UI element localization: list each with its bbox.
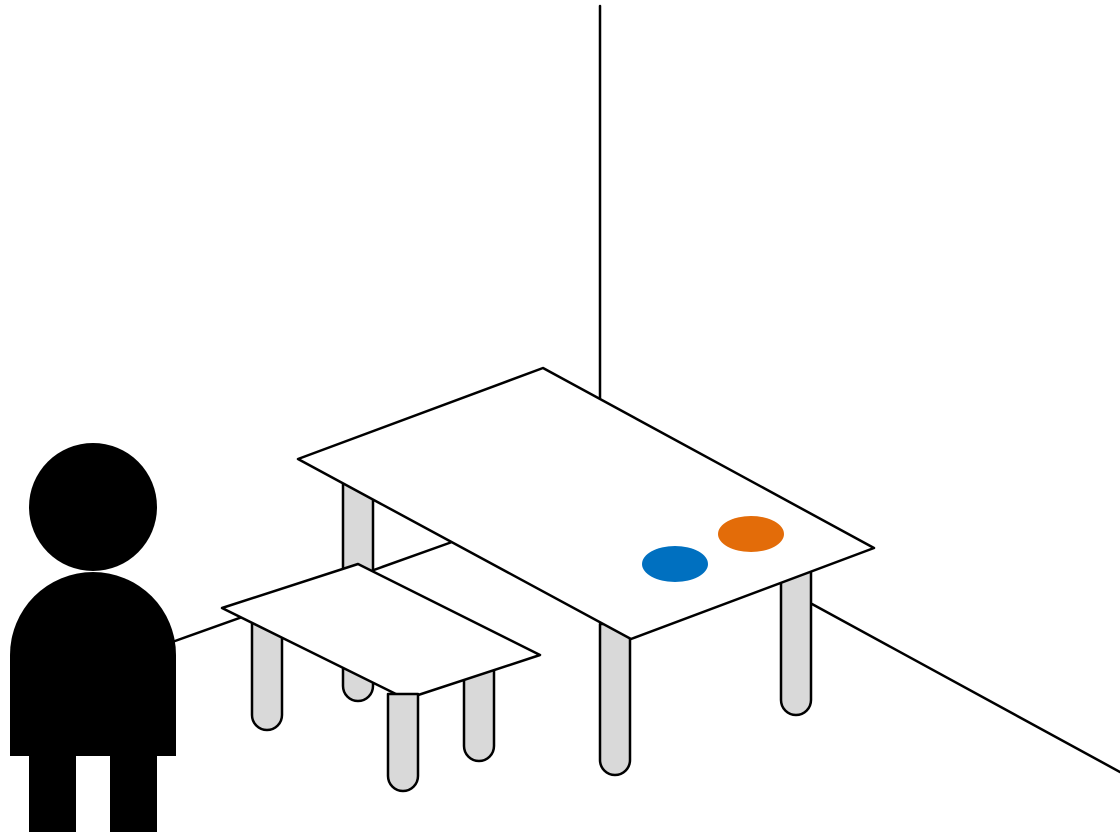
small-table-leg-back-right: [462, 663, 496, 763]
small-table-leg-back-left: [250, 618, 284, 732]
orange-disc: [718, 516, 784, 552]
room-corner: [173, 4, 1120, 774]
large-table-leg-front: [598, 622, 632, 777]
person-figure: [10, 443, 176, 832]
person-head: [29, 443, 157, 571]
blue-disc: [642, 546, 708, 582]
person-left-leg: [29, 755, 76, 832]
small-table-top: [220, 562, 542, 701]
large-table: [220, 366, 876, 793]
floor-right-edge: [810, 602, 1120, 774]
large-table-leg-back-right: [779, 568, 813, 717]
small-table: [220, 562, 542, 793]
person-right-leg: [110, 755, 157, 832]
large-table-top: [296, 366, 876, 641]
person-body: [10, 572, 176, 756]
small-table-leg-front: [386, 692, 420, 793]
